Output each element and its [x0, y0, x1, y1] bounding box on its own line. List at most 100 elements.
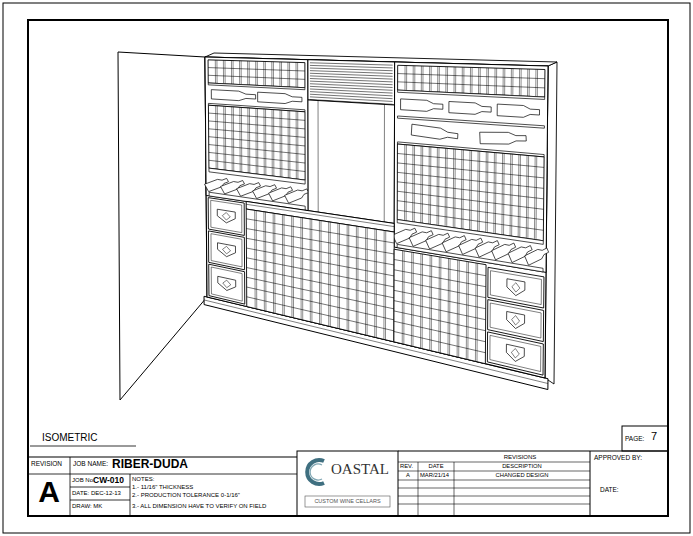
- rack-rung: [398, 82, 545, 88]
- rule-line: [70, 500, 130, 501]
- rule-line: [70, 487, 130, 488]
- rack-divider: [223, 60, 224, 83]
- wine-bottle: [211, 90, 255, 101]
- drawer-panel: [211, 267, 242, 301]
- rack-divider: [462, 67, 463, 93]
- rack-divider: [537, 69, 538, 96]
- outer-border: [3, 3, 690, 533]
- drawer-handle: [507, 311, 525, 328]
- rule-line: [70, 457, 71, 516]
- louver-slat: [310, 68, 393, 71]
- rack-divider: [437, 66, 438, 92]
- open-niche: [308, 100, 395, 223]
- rack-rung: [247, 277, 394, 309]
- logo-subtitle-box: [305, 496, 390, 507]
- rack-divider: [535, 69, 536, 96]
- wine-bottle: [525, 248, 549, 265]
- rack-divider: [503, 68, 504, 95]
- rack-frame: [394, 62, 548, 272]
- rack-rung: [209, 121, 305, 129]
- rack-divider: [463, 67, 464, 93]
- drawer-panel: [490, 335, 541, 371]
- rack-rung: [209, 129, 305, 138]
- wine-bottle: [285, 189, 309, 203]
- rack-rung: [394, 332, 486, 353]
- page-number: 7: [651, 431, 657, 442]
- rack-rung: [397, 182, 543, 199]
- side-wall-panel: [118, 52, 207, 400]
- logo-wordmark: OASTAL: [331, 462, 389, 477]
- rule-line: [398, 480, 590, 481]
- rack-frame: [205, 57, 308, 211]
- rack-rung: [208, 113, 305, 120]
- rack-divider: [257, 61, 258, 85]
- rack-divider: [265, 61, 266, 85]
- rack-divider: [458, 260, 460, 357]
- rack-divider: [438, 257, 439, 353]
- rule-line: [398, 488, 590, 489]
- note-text: 2.- PRODUCTION TOLERANCE 0-1/16": [132, 492, 240, 498]
- field-label: REVISION: [31, 461, 62, 468]
- rack-divider: [494, 68, 495, 95]
- drawer-handle: [223, 280, 231, 288]
- rack-rung: [246, 229, 394, 254]
- rack-divider: [519, 69, 520, 96]
- field-label: JOB No.: [72, 477, 95, 483]
- rack-divider: [431, 66, 432, 91]
- rack-divider: [447, 258, 449, 354]
- rack-divider: [411, 252, 412, 346]
- louver-slat: [310, 73, 393, 76]
- shelf-board: [398, 90, 545, 99]
- rack-divider: [504, 68, 505, 95]
- rack-divider: [255, 61, 256, 85]
- rack-rung: [394, 260, 486, 276]
- table-header: REV.: [400, 464, 413, 470]
- logo-swirl: [310, 464, 322, 480]
- rack-divider: [420, 254, 421, 348]
- wine-bottle: [480, 132, 527, 144]
- drawer-front: [209, 264, 245, 304]
- rack-divider: [271, 62, 272, 86]
- rack-divider: [247, 61, 248, 85]
- rack-rung: [209, 137, 305, 146]
- rule-line: [590, 451, 591, 516]
- rack-divider: [233, 61, 234, 85]
- louver-slat: [310, 65, 393, 68]
- job-number: CW-010: [93, 476, 124, 485]
- rack-divider: [475, 263, 477, 361]
- rack-divider: [404, 66, 405, 91]
- rack-rung: [394, 311, 486, 331]
- wine-bottle: [401, 99, 443, 111]
- rack-divider: [402, 251, 403, 344]
- rack-rung: [209, 152, 305, 163]
- rack-rung: [246, 219, 394, 243]
- drawer-handle: [511, 349, 519, 358]
- rack-divider: [477, 263, 479, 361]
- rack-divider: [414, 66, 415, 91]
- drawer-handle: [506, 344, 524, 361]
- rack-rung: [247, 297, 394, 331]
- rack-divider: [496, 68, 497, 95]
- drawer-panel: [490, 303, 541, 338]
- rack-grid: [246, 209, 394, 342]
- louver-slat: [310, 71, 393, 74]
- rack-grid: [394, 249, 486, 363]
- rack-divider: [279, 62, 280, 87]
- rack-divider: [453, 67, 454, 93]
- rack-divider: [455, 67, 456, 93]
- wine-cellar-illustration: [118, 52, 557, 400]
- revision-letter: A: [38, 477, 60, 507]
- field-label: APPROVED BY:: [594, 455, 642, 462]
- note-text: 3.- ALL DIMENSION HAVE TO VERIFY ON FIEL…: [132, 503, 266, 509]
- rule-line: [398, 471, 590, 472]
- rack-rung: [208, 68, 305, 71]
- rack-divider: [289, 62, 290, 87]
- rack-rung: [394, 290, 486, 308]
- drawer-handle: [507, 279, 525, 296]
- rack-divider: [445, 67, 446, 93]
- rule-line: [398, 496, 590, 497]
- rack-divider: [263, 61, 264, 85]
- view-title: ISOMETRIC: [42, 433, 98, 443]
- rack-rung: [397, 163, 544, 178]
